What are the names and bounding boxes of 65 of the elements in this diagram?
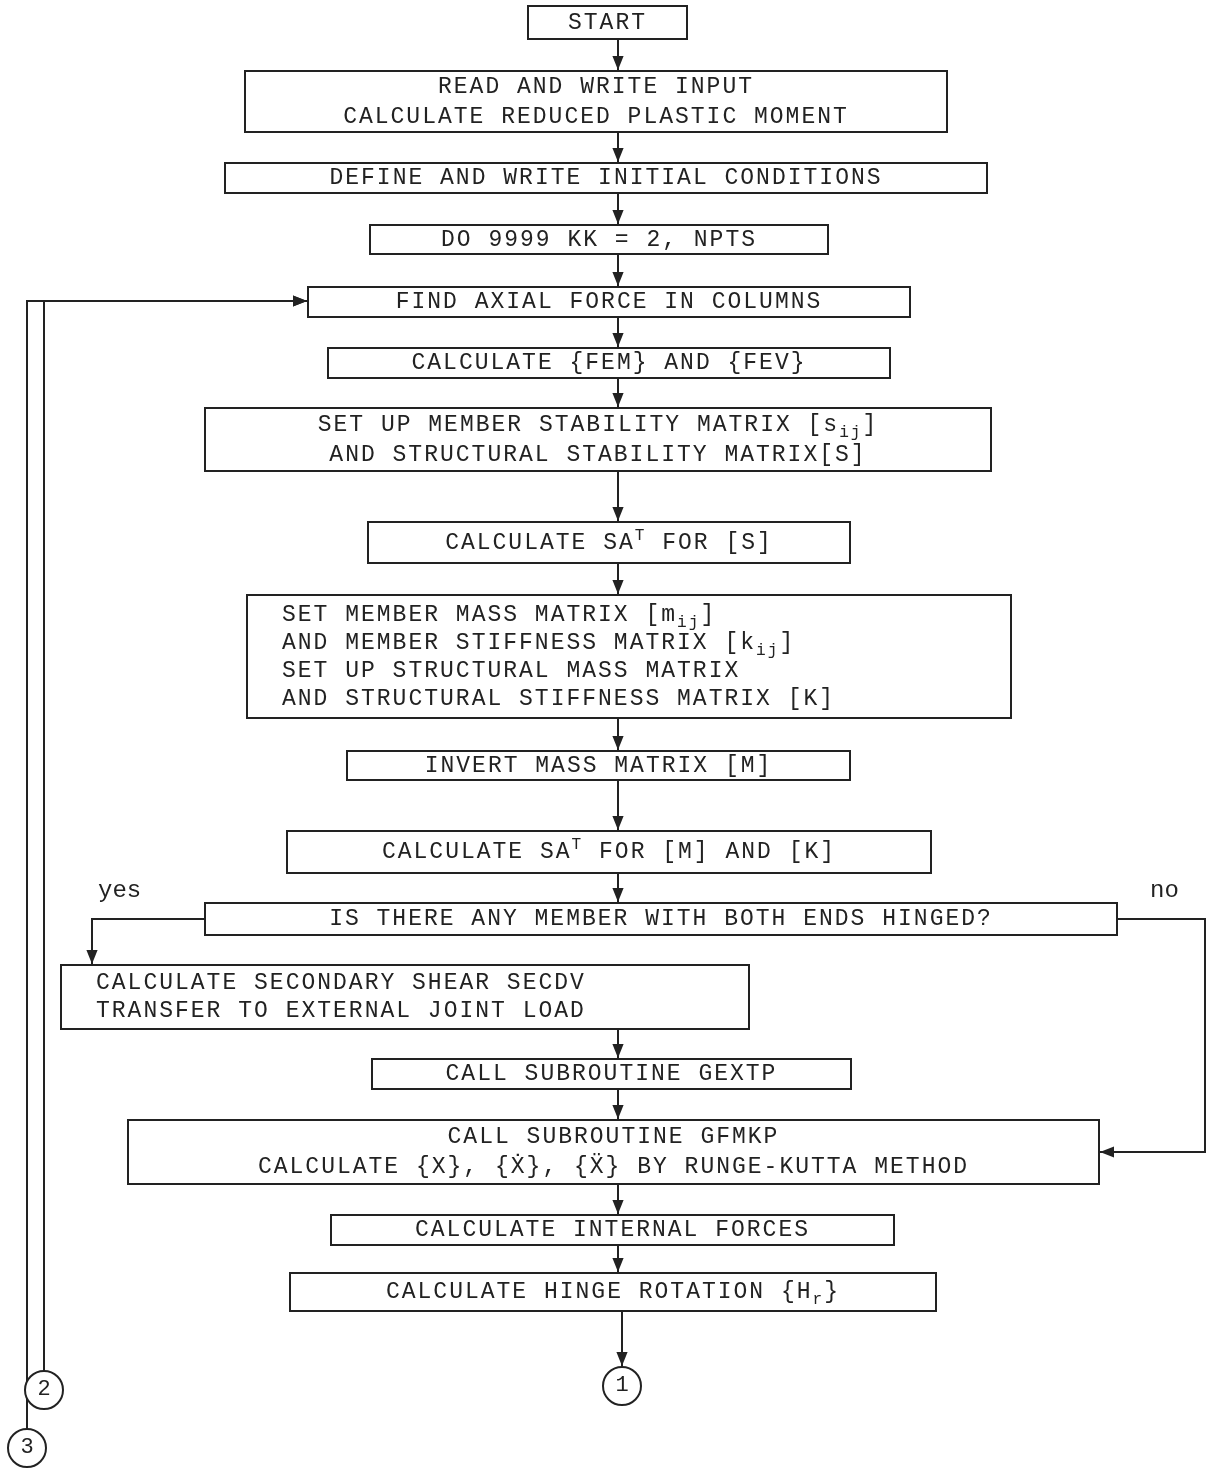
process-box [286,830,932,874]
box-text: CALCULATE {X}, {Ẋ}, {Ẍ} BY RUNGE-KUTTA METHOD [257,1152,970,1182]
process-box [307,286,911,318]
arrow [612,1089,624,1120]
box-text: INVERT MASS MATRIX [M] [424,751,773,781]
arrow [612,193,624,225]
process-box [246,594,1012,719]
arrow [612,1029,624,1059]
arrow [612,254,624,287]
process-box [204,902,1118,936]
connector-number: 2 [37,1379,51,1401]
arrow [612,39,624,71]
process-box [224,162,988,194]
box-text: READ AND WRITE INPUT [437,72,754,102]
process-box [244,70,948,133]
process-box [327,347,891,379]
arrow [612,1245,624,1273]
box-text: CALCULATE SECONDARY SHEAR SECDV [96,969,586,997]
process-box [346,750,851,781]
box-text: START [568,8,647,38]
connector-circle [24,1370,64,1410]
box-text: AND STRUCTURAL STIFFNESS MATRIX [K] [282,684,836,713]
arrow [612,780,624,831]
box-text: CALCULATE REDUCED PLASTIC MOMENT [343,102,849,132]
arrow [86,918,205,965]
box-text: FIND AXIAL FORCE IN COLUMNS [395,288,823,317]
process-box [527,5,688,40]
arrow [612,563,624,595]
box-text: CALL SUBROUTINE GEXTP [445,1060,778,1089]
box-text: SET UP STRUCTURAL MASS MATRIX [282,656,741,685]
box-text: CALL SUBROUTINE GFMKP [447,1123,780,1152]
connector-number: 3 [20,1437,34,1459]
box-text: IS THERE ANY MEMBER WITH BOTH ENDS HINGED? [329,905,993,934]
box-text: CALCULATE SA$^{T}$ FOR [S] [445,527,773,558]
process-box [60,964,750,1030]
arrow [1099,918,1206,1158]
arrow [612,378,624,408]
process-box [367,521,851,564]
process-box [371,1058,852,1090]
arrow [616,1311,628,1367]
process-box [369,224,829,255]
arrow [612,317,624,348]
box-text: SET UP MEMBER STABILITY MATRIX [s$_{ij}$] [317,410,879,440]
box-text: SET MEMBER MASS MATRIX [m$_{ij}$] [282,600,717,629]
arrow [612,718,624,751]
process-box [127,1119,1100,1185]
process-box [330,1214,895,1246]
box-text: AND STRUCTURAL STABILITY MATRIX[S] [329,440,867,470]
arrow [612,471,624,522]
box-text: TRANSFER TO EXTERNAL JOINT LOAD [96,997,586,1025]
arrow [612,873,624,903]
arrow [612,1184,624,1215]
box-text: CALCULATE {FEM} AND {FEV} [411,349,807,378]
arrow [612,132,624,163]
box-text: CALCULATE INTERNAL FORCES [414,1216,811,1245]
box-text: DEFINE AND WRITE INITIAL CONDITIONS [329,164,883,193]
process-box [204,407,992,472]
connector-circle [602,1366,642,1406]
box-text: AND MEMBER STIFFNESS MATRIX [k$_{ij}$] [282,629,796,657]
process-box [289,1272,937,1312]
connector-circle [7,1428,47,1468]
connector-number: 1 [615,1375,629,1397]
box-text: CALCULATE SA$^{T}$ FOR [M] AND [K] [381,837,837,867]
box-text: CALCULATE HINGE ROTATION {H$_{r}$} [385,1278,841,1307]
box-text: DO 9999 KK = 2, NPTS [440,225,757,255]
